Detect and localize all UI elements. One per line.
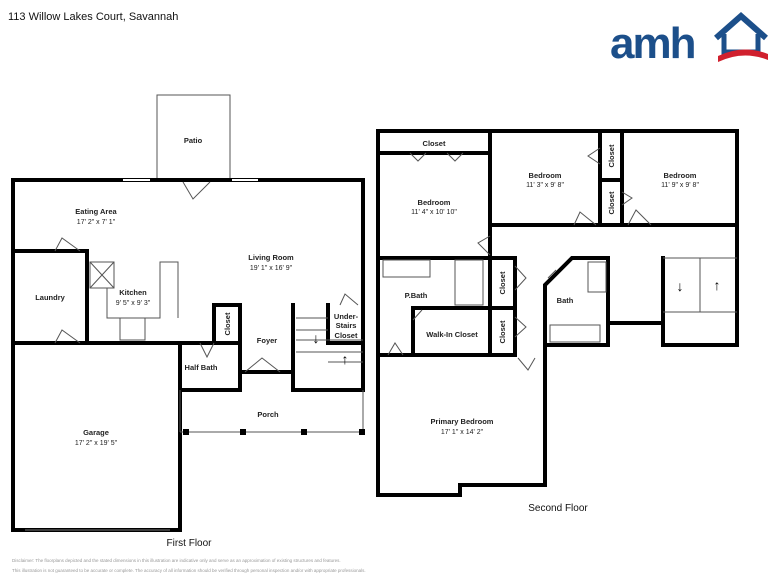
room-label-p-bath: P.Bath	[405, 291, 428, 300]
room-label-closet-top: Closet	[423, 139, 446, 148]
room-label-under-stairs-closet-2: Stairs	[336, 321, 357, 330]
room-label-bedroom-middle: Bedroom	[529, 171, 562, 180]
room-dims-primary-bedroom: 17' 1" x 14' 2"	[441, 429, 484, 436]
room-label-closet-d: Closet	[498, 320, 507, 343]
disclaimer-line-1: Disclaimer: The floorplans depicted and …	[12, 558, 341, 563]
stairs-up-arrow-icon-2: ↑	[714, 277, 721, 293]
stairs-up-arrow-icon: ↑	[342, 351, 349, 367]
room-dims-bedroom-middle: 11' 3" x 9' 8"	[526, 182, 564, 189]
room-label-foyer: Foyer	[257, 336, 278, 345]
property-address: 113 Willow Lakes Court, Savannah	[8, 11, 179, 23]
stairs-down-arrow-icon: ↓	[313, 330, 320, 346]
room-label-half-bath: Half Bath	[185, 363, 218, 372]
room-label-laundry: Laundry	[35, 293, 65, 302]
amh-logo: amh	[610, 12, 768, 65]
room-dims-kitchen: 9' 5" x 9' 3"	[116, 300, 151, 307]
room-label-closet-c: Closet	[498, 271, 507, 294]
room-dims-bedroom-right: 11' 9" x 9' 8"	[661, 182, 699, 189]
room-label-under-stairs-closet-3: Closet	[335, 331, 358, 340]
first-floor-plan: ↓ ↑ Patio Eating Area 17' 2" x 7' 1" Liv…	[11, 94, 365, 549]
room-dims-garage: 17' 2" x 19' 5"	[75, 440, 118, 447]
second-floor-plan: ↓ ↑ Closet Bedroom 11' 4" x 10' 10" Bedr…	[376, 129, 739, 514]
room-label-primary-bedroom: Primary Bedroom	[431, 417, 494, 426]
room-label-bath: Bath	[557, 296, 574, 305]
room-label-porch: Porch	[257, 410, 279, 419]
room-label-bedroom-right: Bedroom	[664, 171, 697, 180]
room-label-kitchen: Kitchen	[119, 288, 147, 297]
room-label-garage: Garage	[83, 428, 109, 437]
room-dims-living-room: 19' 1" x 16' 9"	[250, 265, 293, 272]
room-label-living-room: Living Room	[248, 253, 294, 262]
svg-text:amh: amh	[610, 19, 695, 65]
room-dims-eating-area: 17' 2" x 7' 1"	[77, 219, 116, 226]
room-label-under-stairs-closet-1: Under-	[334, 312, 359, 321]
room-label-closet-a: Closet	[607, 144, 616, 167]
room-dims-bedroom-left: 11' 4" x 10' 10"	[411, 209, 457, 216]
second-floor-label: Second Floor	[528, 503, 588, 514]
room-label-patio: Patio	[184, 136, 203, 145]
room-label-eating-area: Eating Area	[75, 207, 117, 216]
stairs-down-arrow-icon-2: ↓	[677, 278, 684, 294]
first-floor-label: First Floor	[167, 538, 213, 549]
room-label-walk-in-closet: Walk-In Closet	[426, 330, 478, 339]
room-label-bedroom-left: Bedroom	[418, 198, 451, 207]
room-label-closet: Closet	[223, 312, 232, 335]
disclaimer-line-2: This illustration is not guaranteed to b…	[12, 568, 366, 573]
room-label-closet-b: Closet	[607, 191, 616, 214]
